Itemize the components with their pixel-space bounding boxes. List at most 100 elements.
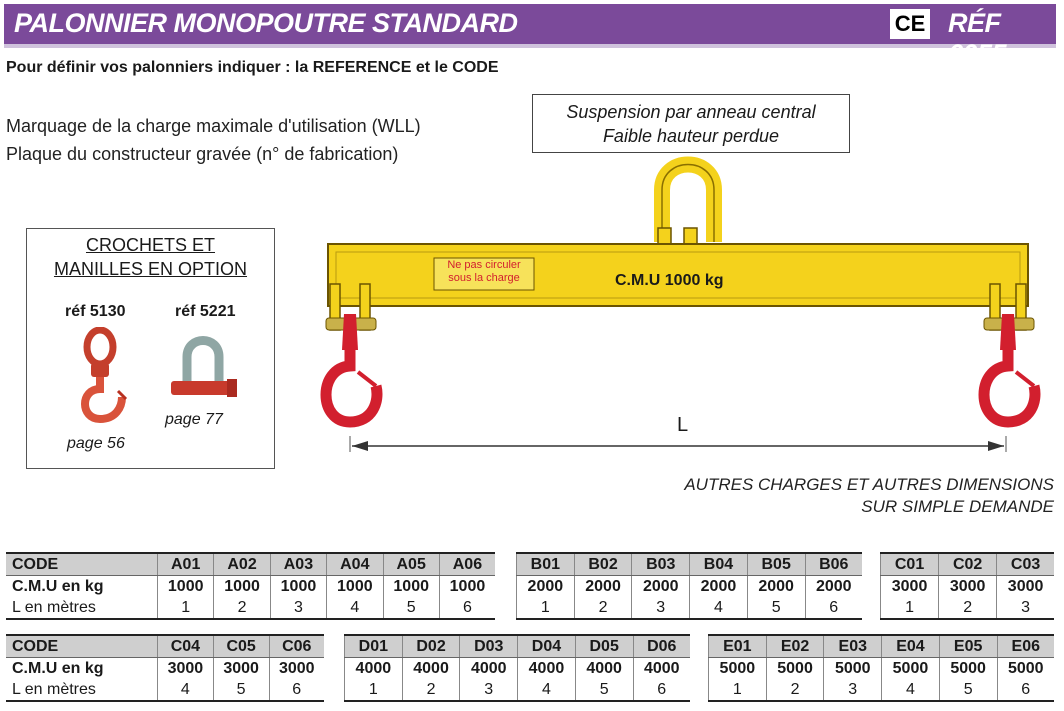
length-cell: 1 xyxy=(344,679,403,702)
code-cell: E01 xyxy=(708,634,767,658)
code-cell: C06 xyxy=(268,634,324,658)
cmu-cell: 2000 xyxy=(689,575,748,597)
options-box: CROCHETS ET MANILLES EN OPTION réf 5130 … xyxy=(26,228,275,469)
code-row-label: CODE xyxy=(6,552,158,576)
code-cell: D02 xyxy=(401,634,460,658)
reference-label: RÉF 6055 xyxy=(948,8,1007,69)
cmu-row-label: C.M.U en kg xyxy=(12,659,104,677)
cmu-cell: 3000 xyxy=(212,657,269,679)
cmu-cell: 4000 xyxy=(459,657,518,679)
option-page-56: page 56 xyxy=(67,435,125,452)
warning-line-1: Ne pas circuler xyxy=(447,259,521,271)
code-cell: C01 xyxy=(879,552,939,576)
code-cell: E03 xyxy=(823,634,882,658)
code-cell: B06 xyxy=(804,552,862,576)
length-cell: 3 xyxy=(823,679,882,702)
warning-label: Ne pas circuler sous la charge xyxy=(434,259,534,285)
cmu-cell: 2000 xyxy=(516,575,575,597)
cmu-cell: 3000 xyxy=(157,657,214,679)
cmu-cell: 1000 xyxy=(156,575,214,597)
cmu-cell: 4000 xyxy=(401,657,460,679)
length-cell: 5 xyxy=(938,679,998,702)
code-cell: C02 xyxy=(938,552,997,576)
code-cell: E06 xyxy=(996,634,1054,658)
code-cell: E02 xyxy=(765,634,824,658)
option-page-77: page 77 xyxy=(165,411,223,428)
ce-mark-icon: CE xyxy=(890,9,930,39)
cmu-cell: 4000 xyxy=(632,657,690,679)
swivel-hook-icon xyxy=(81,327,128,424)
cmu-cell: 3000 xyxy=(996,575,1054,597)
length-cell: 6 xyxy=(268,679,324,702)
length-cell: 3 xyxy=(459,679,518,702)
callout-line-2: Faible hauteur perdue xyxy=(602,126,780,146)
code-cell: D06 xyxy=(632,634,690,658)
cmu-cell: 1000 xyxy=(382,575,440,597)
length-cell: 3 xyxy=(269,597,327,620)
cmu-cell: 2000 xyxy=(631,575,690,597)
option-ref-5130: réf 5130 xyxy=(65,303,126,320)
note-line-2: SUR SIMPLE DEMANDE xyxy=(861,497,1054,516)
header-banner: PALONNIER MONOPOUTRE STANDARD CE RÉF 605… xyxy=(4,4,1056,69)
code-cell: D01 xyxy=(344,634,403,658)
cmu-cell: 3000 xyxy=(268,657,324,679)
callout-line-1: Suspension par anneau central xyxy=(566,102,816,122)
length-cell: 2 xyxy=(765,679,824,702)
length-cell: 2 xyxy=(573,597,632,620)
length-cell: 1 xyxy=(708,679,767,702)
length-cell: 4 xyxy=(326,597,383,620)
code-cell: C05 xyxy=(212,634,269,658)
code-cell: B01 xyxy=(516,552,575,576)
cmu-cell: 1000 xyxy=(438,575,495,597)
length-label: L xyxy=(677,414,689,436)
code-cell: A02 xyxy=(213,552,271,576)
length-cell: 5 xyxy=(382,597,440,620)
cmu-cell: 4000 xyxy=(344,657,403,679)
code-cell: A03 xyxy=(269,552,327,576)
length-row-label: L en mètres xyxy=(6,679,158,702)
cmu-cell: 5000 xyxy=(823,657,882,679)
cmu-cell: 1000 xyxy=(213,575,271,597)
code-cell: D05 xyxy=(574,634,634,658)
intro-text: Pour définir vos palonniers indiquer : l… xyxy=(6,59,499,76)
options-title-1: CROCHETS ET xyxy=(85,235,215,255)
code-cell: D03 xyxy=(459,634,518,658)
warning-line-2: sous la charge xyxy=(448,272,520,284)
length-cell: 2 xyxy=(938,597,997,620)
length-cell: 6 xyxy=(438,597,495,620)
code-cell: C03 xyxy=(996,552,1054,576)
length-cell: 1 xyxy=(516,597,575,620)
cmu-cell: 2000 xyxy=(746,575,806,597)
cmu-cell: 4000 xyxy=(574,657,634,679)
cmu-label: C.M.U 1000 kg xyxy=(615,272,724,289)
length-cell: 5 xyxy=(746,597,806,620)
cmu-cell: 3000 xyxy=(879,575,939,597)
options-title-2: MANILLES EN OPTION xyxy=(53,259,248,279)
code-cell: A01 xyxy=(156,552,214,576)
cmu-cell: 5000 xyxy=(881,657,940,679)
cmu-cell: 1000 xyxy=(269,575,327,597)
code-cell: B02 xyxy=(573,552,632,576)
code-cell: C04 xyxy=(157,634,214,658)
code-cell: E05 xyxy=(938,634,998,658)
length-cell: 6 xyxy=(632,679,690,702)
length-cell: 4 xyxy=(157,679,214,702)
length-cell: 1 xyxy=(879,597,939,620)
code-cell: B05 xyxy=(746,552,806,576)
code-row-label: CODE xyxy=(6,634,158,658)
length-cell: 4 xyxy=(517,679,576,702)
code-cell: D04 xyxy=(517,634,576,658)
